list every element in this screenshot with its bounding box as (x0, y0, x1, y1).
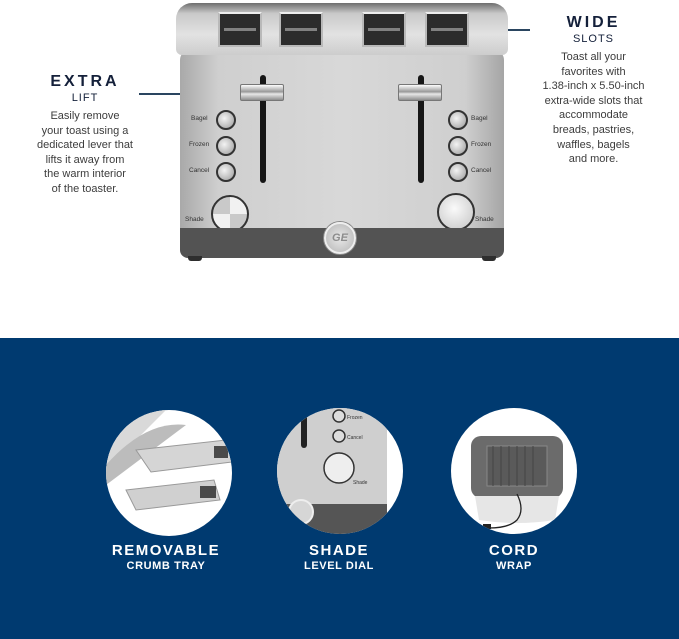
frozen-button (448, 136, 468, 156)
callout-wide-slots: WIDE SLOTS Toast all your favorites with… (508, 14, 679, 167)
shade-dial-right (437, 193, 475, 231)
toast-slot (218, 12, 262, 47)
toaster-image: Bagel Frozen Cancel Shade Bagel Frozen C… (176, 0, 508, 264)
shade-label: Shade (475, 216, 494, 223)
callout-line: Easily remove (50, 110, 120, 122)
toast-slot (425, 12, 469, 47)
callout-subtitle: LIFT (71, 92, 99, 104)
toaster-top (176, 3, 508, 55)
product-hero-section: EXTRA LIFT Easily remove your toast usin… (0, 0, 679, 264)
svg-text:Shade: Shade (353, 480, 368, 486)
crumb-tray-icon (106, 410, 232, 511)
features-section: REMOVABLE CRUMB TRAY Frozen Cancel Shade… (0, 338, 679, 639)
toaster-foot (188, 256, 202, 261)
svg-text:Cancel: Cancel (347, 435, 363, 441)
shade-dial-image: Frozen Cancel Shade (277, 408, 403, 534)
callout-title: EXTRA (50, 73, 120, 90)
cancel-button (216, 162, 236, 182)
frozen-label: Frozen (189, 141, 210, 148)
toast-slot (362, 12, 406, 47)
bagel-label: Bagel (191, 115, 208, 122)
callout-title: WIDE (566, 14, 621, 31)
callout-extra-lift: EXTRA LIFT Easily remove your toast usin… (0, 73, 170, 197)
lever-groove (418, 75, 424, 183)
callout-body: Toast all your favorites with 1.38-inch … (508, 50, 679, 167)
frozen-button (216, 136, 236, 156)
bagel-label: Bagel (471, 115, 488, 122)
svg-text:Frozen: Frozen (347, 415, 363, 421)
callout-line: the warm interior (44, 168, 126, 181)
cancel-button (448, 162, 468, 182)
lift-lever-right (398, 84, 442, 101)
shade-label: Shade (185, 216, 204, 223)
ge-logo-icon: GE (324, 222, 356, 254)
feature-subtitle: LEVEL DIAL (304, 560, 374, 572)
cord-wrap-icon (471, 436, 563, 529)
callout-line: Toast all your (561, 51, 626, 63)
lever-groove (260, 75, 266, 183)
callout-line: waffles, bagels (557, 138, 630, 151)
feature-subtitle: CRUMB TRAY (126, 560, 206, 572)
callout-line: 1.38-inch x 5.50-inch (542, 80, 645, 93)
feature-subtitle: WRAP (495, 560, 532, 572)
callout-line: your toast using a (41, 124, 129, 137)
callout-line: dedicated lever that (36, 139, 133, 152)
callout-subtitle: SLOTS (572, 33, 615, 45)
callout-line: breads, pastries, (552, 123, 635, 136)
callout-line: accommodate (558, 109, 629, 122)
cancel-label: Cancel (471, 167, 492, 174)
cord-wrap-image (451, 408, 577, 534)
callout-line: and more. (568, 153, 619, 166)
callout-body: Easily remove your toast using a dedicat… (0, 109, 170, 197)
feature-title: REMOVABLE (111, 542, 221, 559)
toast-slot (279, 12, 323, 47)
crumb-tray-image (106, 410, 232, 536)
bagel-button (448, 110, 468, 130)
feature-title: CORD (488, 542, 540, 559)
feature-title: SHADE (308, 542, 369, 559)
lift-lever-left (240, 84, 284, 101)
cancel-label: Cancel (189, 167, 210, 174)
bagel-button (216, 110, 236, 130)
callout-line: extra-wide slots that (544, 94, 643, 107)
shade-dial-icon: Frozen Cancel Shade (277, 408, 387, 534)
callout-line: lifts it away from (45, 153, 125, 166)
toaster-foot (482, 256, 496, 261)
frozen-label: Frozen (471, 141, 492, 148)
callout-line: favorites with (561, 65, 626, 78)
callout-line: of the toaster. (51, 182, 119, 195)
